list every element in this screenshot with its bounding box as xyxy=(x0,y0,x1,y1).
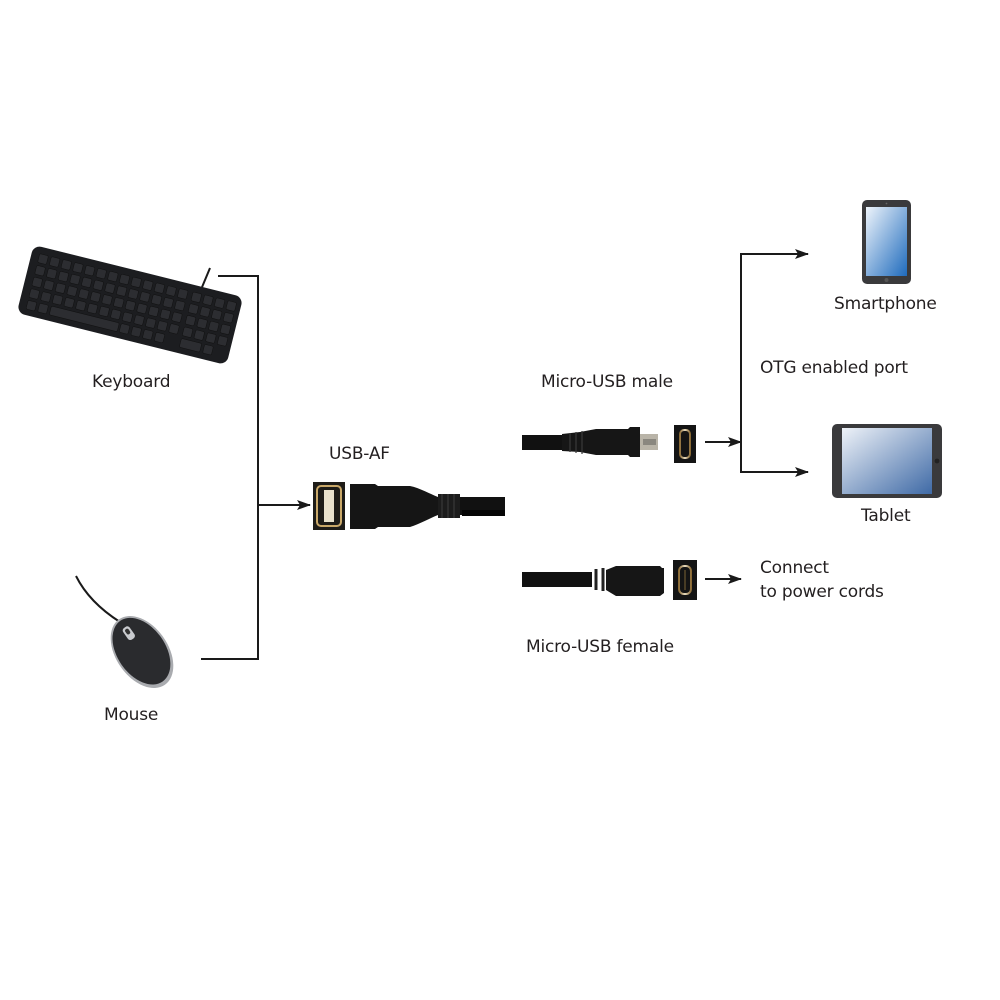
smartphone-icon xyxy=(862,200,911,284)
micro-usb-male-cable-icon xyxy=(522,425,696,463)
micro-usb-male-label: Micro-USB male xyxy=(541,372,673,392)
power-label-line1: Connect xyxy=(760,558,829,578)
otg-port-label: OTG enabled port xyxy=(760,358,908,378)
tablet-icon xyxy=(832,424,942,498)
keyboard-link-line xyxy=(201,275,259,660)
micro-usb-female-cable-icon xyxy=(522,560,697,600)
mouse-icon xyxy=(75,575,174,689)
mouse-label: Mouse xyxy=(104,705,159,725)
keyboard-label: Keyboard xyxy=(92,372,171,392)
usb-af-label: USB-AF xyxy=(329,444,390,464)
usb-af-connector-icon xyxy=(313,482,505,530)
keyboard-icon xyxy=(18,246,242,364)
tablet-label: Tablet xyxy=(861,506,911,526)
smartphone-label: Smartphone xyxy=(834,294,937,314)
micro-usb-female-label: Micro-USB female xyxy=(526,637,674,657)
power-label-line2: to power cords xyxy=(760,582,884,602)
